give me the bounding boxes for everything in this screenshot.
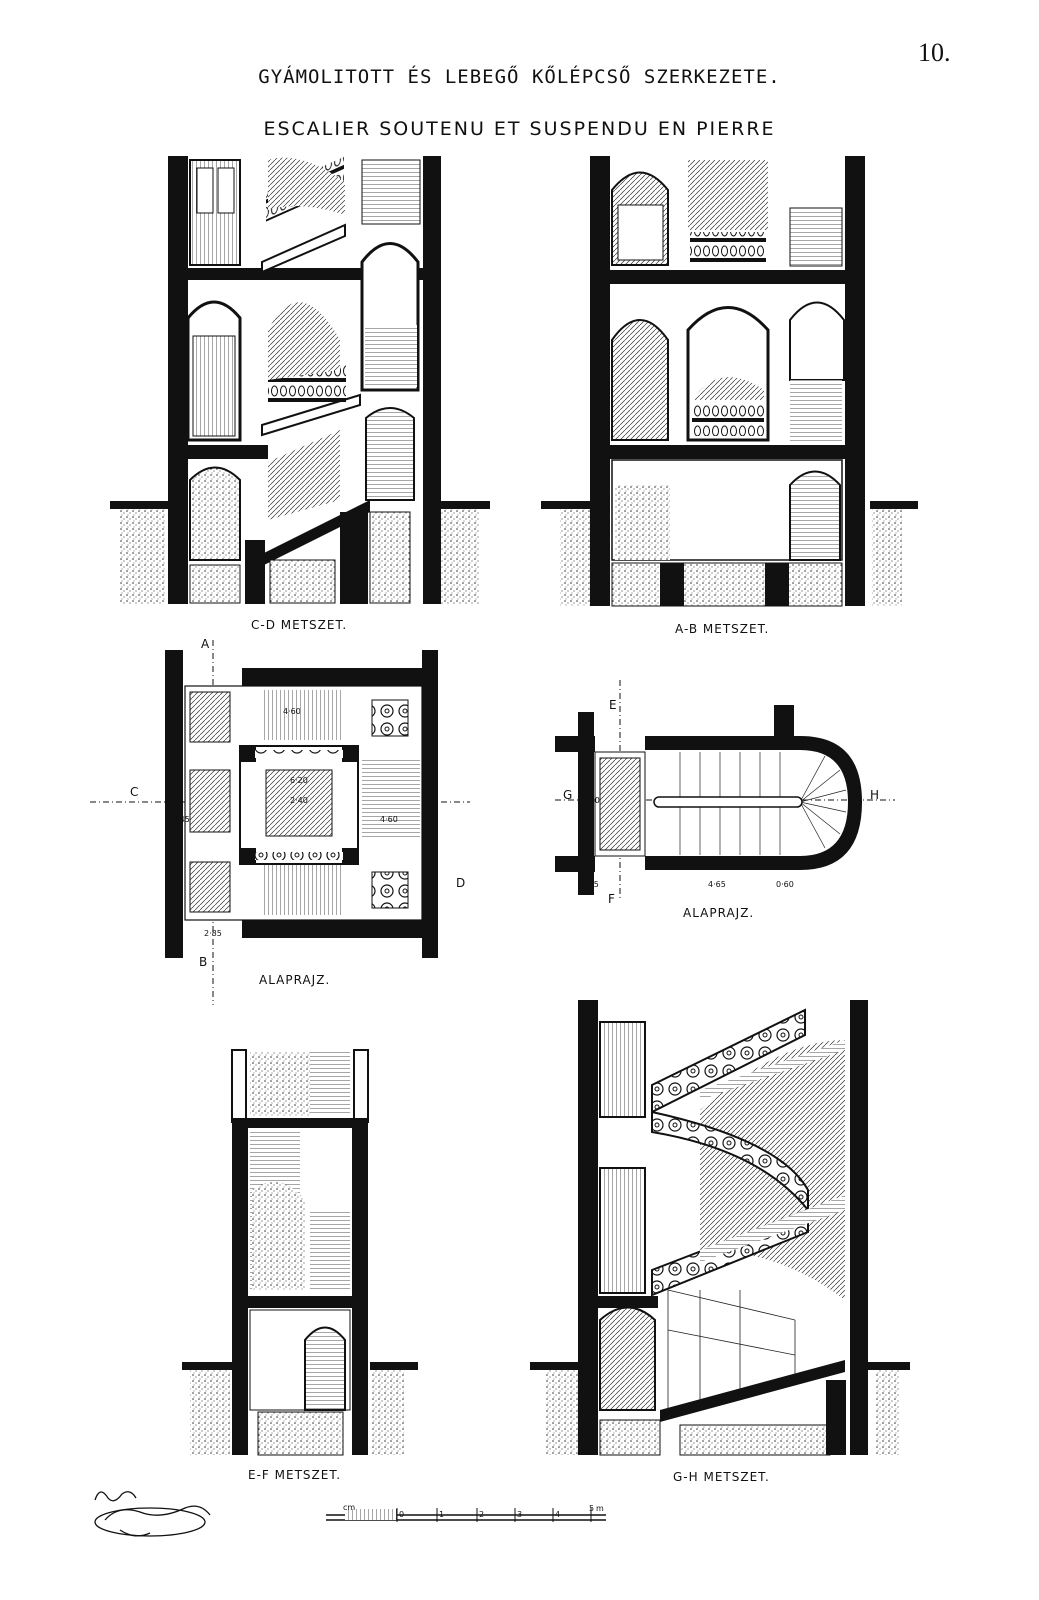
plan-right-dim-4: 2·40 — [582, 796, 600, 805]
plan-left-dim-5: 0·45 — [172, 815, 190, 824]
plan-left-caption: ALAPRAJZ. — [259, 973, 331, 987]
plan-left-dim-3: 2·40 — [290, 796, 308, 805]
gh-section-caption: G-H METSZET. — [673, 1470, 770, 1484]
plan-right-marker-f: F — [608, 892, 615, 906]
scale-unit-cm: cm — [343, 1503, 356, 1512]
plan-right-caption: ALAPRAJZ. — [683, 906, 755, 920]
scale-tick-2: 2 — [479, 1510, 485, 1519]
plan-right-marker-h: H — [870, 788, 880, 802]
plan-left-marker-c: C — [130, 785, 139, 799]
scale-tick-4: 4 — [555, 1510, 561, 1519]
scale-bar-graphic — [326, 1508, 606, 1522]
plan-right-drawing — [555, 680, 895, 900]
plan-right-dim-2: 4·65 — [708, 880, 726, 889]
scale-tick-0: 0 — [399, 1510, 405, 1519]
plan-left-marker-b: B — [199, 955, 208, 969]
ef-section-caption: E-F METSZET. — [248, 1468, 342, 1482]
plan-right-dim-3: 0·60 — [776, 880, 794, 889]
plan-left-marker-a: A — [201, 637, 210, 651]
plate-number: 10. — [918, 38, 951, 67]
plan-left-dim-4: 4·60 — [380, 815, 398, 824]
scale-tick-1: 1 — [439, 1510, 445, 1519]
gh-section-drawing — [530, 1000, 910, 1456]
scale-tick-3: 3 — [517, 1510, 523, 1519]
plan-right-dim-1: 0·35 — [581, 880, 599, 889]
ef-section-drawing — [182, 1049, 418, 1456]
plan-right-marker-g: G — [563, 788, 573, 802]
plan-right-marker-e: E — [609, 698, 617, 712]
plan-left-drawing — [90, 640, 470, 1005]
signature-mark — [94, 1491, 211, 1537]
plan-left-dim-1: 4·60 — [283, 707, 301, 716]
plan-left-dim-6: 2·85 — [204, 929, 222, 938]
ab-section-caption: A-B METSZET. — [675, 622, 770, 636]
ab-section-drawing — [541, 156, 918, 607]
cd-section-drawing — [110, 156, 490, 604]
scale-unit-m: m — [596, 1504, 604, 1513]
plate-subtitle: ESCALIER SOUTENU ET SUSPENDU EN PIERRE — [263, 118, 776, 140]
plate-title: GYÁMOLITOTT ÉS LEBEGŐ KŐLÉPCSŐ SZERKEZET… — [258, 66, 781, 88]
scale-tick-5: 5 — [589, 1504, 595, 1513]
plan-left-marker-d: D — [456, 876, 466, 890]
plan-left-dim-2: 6·20 — [290, 776, 308, 785]
cd-section-caption: C-D METSZET. — [251, 618, 348, 632]
